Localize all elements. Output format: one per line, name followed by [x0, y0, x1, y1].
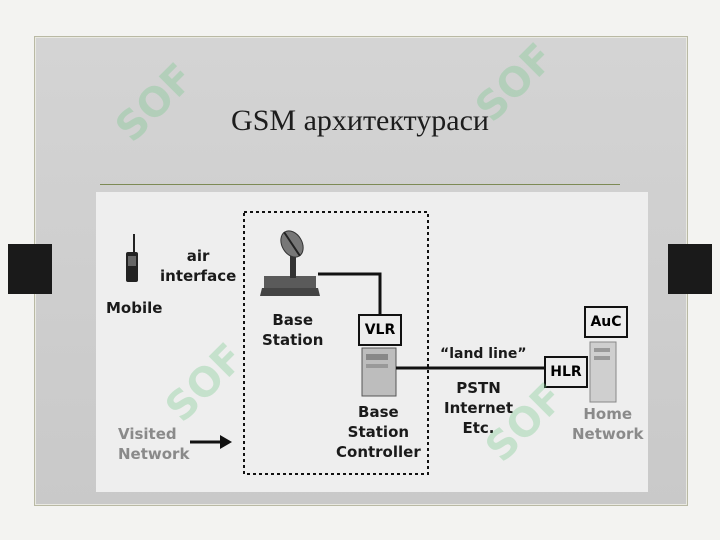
right-edge-bar	[668, 244, 712, 294]
gsm-architecture-diagram: air interface Mobile Base Station VLR Ba…	[96, 192, 648, 492]
hlr-box: HLR	[544, 356, 588, 388]
base-station-to-vlr-link	[318, 272, 382, 314]
mobile-label: Mobile	[106, 299, 163, 317]
bsc-label: Base Station Controller	[336, 403, 421, 461]
visited-network-boundary	[243, 211, 429, 475]
mobile-phone-icon	[126, 234, 138, 282]
pstn-label: PSTN Internet Etc.	[444, 379, 514, 437]
vlr-box: VLR	[358, 314, 402, 346]
diagram-graphics	[126, 211, 617, 475]
base-station-icon	[260, 230, 320, 296]
home-network-server-icon	[589, 341, 617, 403]
bsc-computer-icon	[361, 347, 397, 397]
air-interface-label: air interface	[160, 247, 237, 285]
auc-box: AuC	[584, 306, 628, 338]
base-station-label: Base Station	[262, 311, 324, 349]
slide-title: GSM архитектураси	[231, 104, 489, 137]
left-edge-bar	[8, 244, 52, 294]
visited-network-label: Visited Network	[118, 425, 190, 463]
home-network-label: Home Network	[572, 405, 644, 443]
land-line-label: “land line”	[440, 346, 527, 362]
title-divider	[100, 184, 620, 185]
visited-network-arrow	[190, 435, 232, 449]
